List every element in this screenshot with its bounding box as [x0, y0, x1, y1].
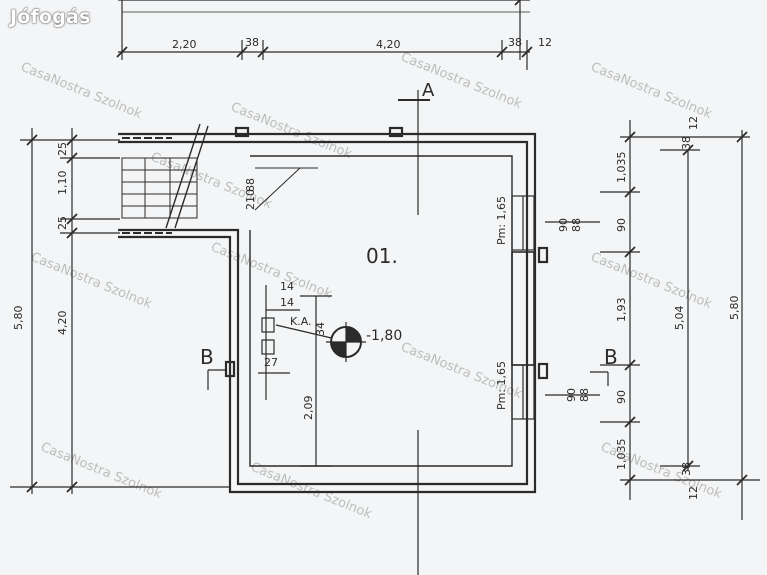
right-dim: 1,035 [615, 152, 628, 184]
watermark: CasaNostra Szolnok [589, 60, 715, 122]
inner-dim: 27 [264, 356, 278, 369]
floor-level-label: -1,80 [366, 328, 402, 344]
right-dim: 1,035 [615, 439, 628, 471]
stair-dim: 210 [244, 189, 257, 210]
inner-dim: K.A. [290, 315, 312, 328]
right-dim: 90 [615, 390, 628, 404]
watermark: CasaNostra Szolnok [399, 50, 525, 112]
left-dim: 4,20 [56, 311, 69, 336]
top-dim: 4,20 [376, 38, 401, 51]
window-label: Pm: 1,65 [495, 361, 508, 410]
section-a-label: A [422, 80, 435, 101]
watermark: CasaNostra Szolnok [29, 250, 155, 312]
section-b-left-label: B [200, 345, 214, 369]
watermark: CasaNostra Szolnok [19, 60, 145, 122]
right-dim: 5,04 [673, 306, 686, 331]
top-dim: 38 [508, 36, 522, 49]
right-dim: 12 [687, 116, 700, 130]
left-dim: 25 [56, 216, 69, 230]
watermark: CasaNostra Szolnok [209, 240, 335, 302]
right-dim: 38 [680, 136, 693, 150]
section-b-right-label: B [604, 345, 618, 369]
window-dim: 88 [578, 388, 591, 402]
window-dim: 88 [570, 218, 583, 232]
top-dim: 2,20 [172, 38, 197, 51]
watermark: CasaNostra Szolnok [589, 250, 715, 312]
left-dim: 25 [56, 142, 69, 156]
watermark: CasaNostra Szolnok [39, 440, 165, 502]
room-label: 01. [366, 244, 398, 268]
level-symbol [326, 322, 366, 362]
right-dim: 38 [680, 462, 693, 476]
left-dim: 5,80 [12, 306, 25, 331]
jofogas-logo[interactable]: Jófogás [10, 6, 91, 28]
window-dim: 90 [565, 388, 578, 402]
inner-dim: 14 [280, 296, 294, 309]
left-dim: 1,10 [56, 171, 69, 196]
inner-dim: 14 [280, 280, 294, 293]
inner-dim: 2,09 [302, 396, 315, 421]
window-label: Pm: 1,65 [495, 196, 508, 245]
stair-dim: 88 [244, 178, 257, 192]
right-dim: 90 [615, 218, 628, 232]
right-dim: 5,80 [728, 296, 741, 321]
top-dim: 12 [538, 36, 552, 49]
window-dim: 90 [557, 218, 570, 232]
top-dim: 38 [245, 36, 259, 49]
right-dim: 12 [687, 486, 700, 500]
right-dim: 1,93 [615, 298, 628, 323]
inner-dim: 34 [314, 322, 327, 336]
